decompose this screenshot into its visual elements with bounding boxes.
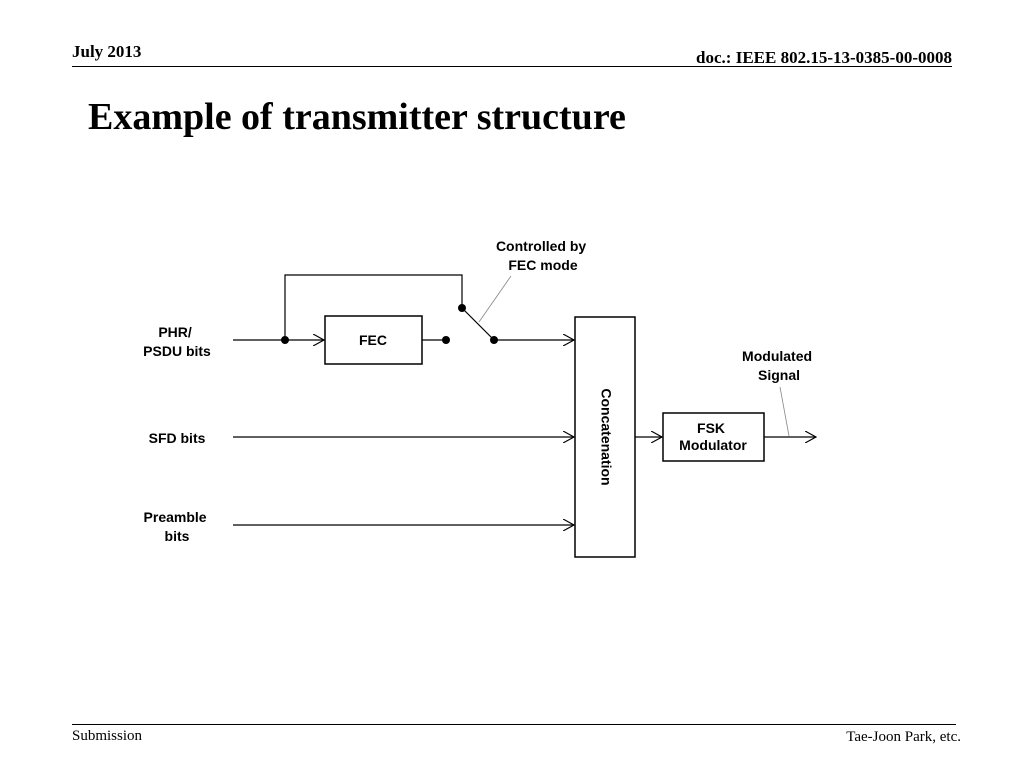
footer-author: Tae-Joon Park, etc. (846, 729, 961, 745)
concatenation-label: Concatenation (598, 388, 614, 485)
input-label-sfd: SFD bits (149, 430, 206, 446)
output-leader-line (779, 386, 790, 437)
fsk-modulator-label: FSK Modulator (679, 420, 747, 453)
fec-mode-control-label: Controlled by FEC mode (496, 238, 590, 273)
switch-fec-contact (442, 336, 450, 344)
header-divider (72, 66, 952, 67)
header-date: July 2013 (72, 42, 142, 61)
fec-block-label: FEC (359, 332, 387, 348)
footer-submission: Submission (72, 728, 143, 744)
header-doc-id: doc.: IEEE 802.15-13-0385-00-0008 (696, 48, 952, 67)
modulated-signal-label: Modulated Signal (742, 348, 816, 383)
concatenation-block (574, 316, 636, 558)
footer-divider (72, 724, 956, 725)
switch-arm (461, 307, 495, 341)
input-label-phr: PHR/ PSDU bits (143, 324, 211, 359)
bypass-line (284, 274, 463, 340)
control-leader-line (478, 275, 512, 323)
slide-title: Example of transmitter structure (88, 96, 626, 138)
input-label-preamble: Preamble bits (144, 509, 211, 544)
fsk-modulator-block (662, 412, 765, 462)
